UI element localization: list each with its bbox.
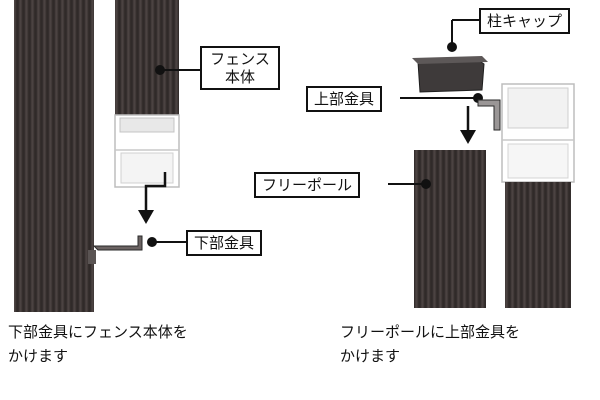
free-pole — [414, 150, 486, 308]
left-caption-line1: 下部金具にフェンス本体を — [8, 323, 188, 341]
left-post — [14, 0, 94, 312]
lower-bracket-clip — [88, 250, 96, 264]
lower-bracket-label: 下部金具 — [186, 230, 263, 256]
upper-bracket — [477, 99, 501, 131]
post-cap — [412, 56, 488, 93]
right-fence-frame — [501, 83, 575, 183]
right-caption-line2: かけます — [340, 347, 401, 365]
fence-body-label-text: フェンス 本体 — [210, 50, 270, 86]
left-caption: 下部金具にフェンス本体を かけます — [8, 320, 188, 368]
lower-bracket — [92, 235, 143, 251]
cap-label: 柱キャップ — [479, 8, 571, 34]
upper-bracket-label-text: 上部金具 — [314, 90, 375, 108]
right-fence-panel — [505, 182, 571, 308]
left-caption-line2: かけます — [8, 347, 69, 365]
right-caption: フリーポールに上部金具を かけます — [340, 320, 520, 368]
left-arrowhead — [138, 210, 154, 224]
cap-label-text: 柱キャップ — [487, 12, 563, 30]
right-arrowhead — [460, 130, 476, 144]
left-down-arrow — [144, 172, 167, 212]
fence-frame — [114, 114, 180, 188]
upper-bracket-label: 上部金具 — [306, 86, 383, 112]
free-pole-leader-dot — [421, 179, 431, 189]
free-pole-label: フリーポール — [254, 172, 361, 198]
free-pole-label-text: フリーポール — [262, 176, 353, 194]
lower-bracket-label-text: 下部金具 — [194, 234, 255, 252]
fence-body-label: フェンス 本体 — [200, 46, 280, 90]
fence-body-panel — [115, 0, 179, 115]
right-caption-line1: フリーポールに上部金具を — [340, 323, 521, 341]
